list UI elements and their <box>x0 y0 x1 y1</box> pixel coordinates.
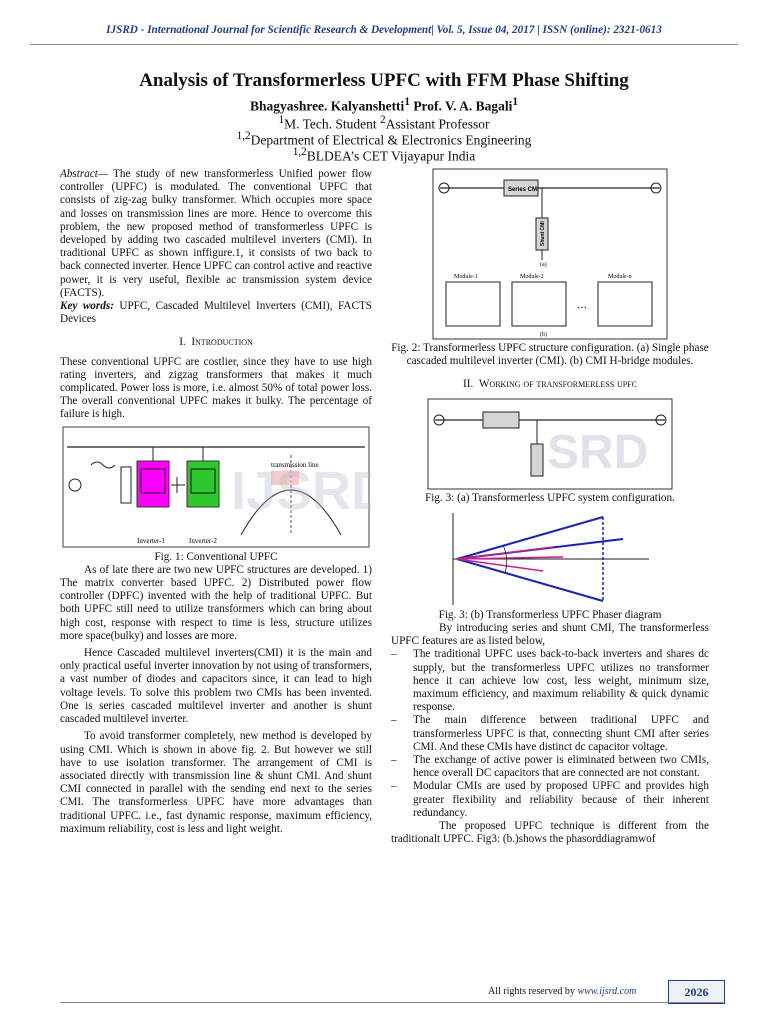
section-number: I. <box>179 336 186 349</box>
page-number: 2026 <box>668 980 725 1004</box>
figure-1-conventional-upfc: transmission line Inverter-1 Inverter-2 … <box>62 426 371 548</box>
affil-sup: 1,2 <box>292 146 307 158</box>
section-title: Working of transformerless upfc <box>478 378 637 391</box>
keywords: Key words: UPFC, Cascaded Multilevel Inv… <box>60 300 372 326</box>
fig1-line-label: transmission line <box>271 461 319 469</box>
author-line: Bhagyashree. Kalyanshetti1 Prof. V. A. B… <box>0 96 768 115</box>
right-column: Series CMI Shunt CMI (a) Module-1 Module… <box>391 168 709 846</box>
affil-role-2: Assistant Professor <box>385 116 490 132</box>
figure-2-structure: Series CMI Shunt CMI (a) Module-1 Module… <box>432 168 668 340</box>
footer-text: All rights reserved by <box>488 986 578 997</box>
watermark-logo: SRD <box>547 426 648 479</box>
intro-paragraph-1: These conventional UPFC are costlier, si… <box>60 355 372 421</box>
bullet-mark: – <box>391 780 397 793</box>
fig1-inverter-1-label: Inverter-1 <box>137 537 165 545</box>
fig2-shunt-label: Shunt CMI <box>540 221 546 246</box>
section-heading-working: II. Working of transformerless upfc <box>391 378 709 391</box>
right-paragraph-1: By introducing series and shunt CMI, The… <box>391 622 709 648</box>
fig2-label-a: (a) <box>540 261 547 268</box>
abstract: Abstract— The study of new transformerle… <box>60 168 372 300</box>
fig1-caption: Fig. 1: Conventional UPFC <box>154 550 278 563</box>
fig2-caption: Fig. 2: Transformerless UPFC structure c… <box>391 342 709 368</box>
fig1-inverter-2-label: Inverter-2 <box>189 537 217 545</box>
feature-bullet: – Modular CMIs are used by proposed UPFC … <box>391 780 709 820</box>
abstract-label: Abstract— <box>60 168 108 180</box>
bullet-text: The traditional UPFC uses back-to-back i… <box>413 648 709 714</box>
fig3b-caption: Fig. 3: (b) Transformerless UPFC Phaser … <box>438 608 662 621</box>
feature-bullet: – The exchange of active power is elimina… <box>391 754 709 780</box>
intro-paragraph-3: Hence Cascaded multilevel inverters(CMI)… <box>60 647 372 726</box>
intro-paragraph-4: To avoid transformer completely, new met… <box>60 730 372 835</box>
abstract-text: The study of new transformerless Unified… <box>60 168 372 299</box>
author-1-sup: 1 <box>404 96 410 108</box>
affiliation-institute: 1,2BLDEA’s CET Vijayapur India <box>0 146 768 165</box>
section-heading-introduction: I. Introduction <box>60 336 372 349</box>
bullet-text: The exchange of active power is eliminat… <box>413 754 709 780</box>
fig2-module-n: Module-n <box>608 274 632 280</box>
bullet-mark: – <box>391 714 397 727</box>
affil-role-1: M. Tech. Student <box>284 116 381 132</box>
affiliation-roles: 1M. Tech. Student 2Assistant Professor <box>0 114 768 133</box>
affil-sup: 1 <box>278 114 285 126</box>
bullet-text: Modular CMIs are used by proposed UPFC a… <box>413 780 709 819</box>
author-2: Prof. V. A. Bagali <box>409 98 513 114</box>
feature-bullet: – The traditional UPFC uses back-to-back … <box>391 648 709 714</box>
fig3a-caption: Fig. 3: (a) Transformerless UPFC system … <box>425 491 675 504</box>
left-column: Abstract— The study of new transformerle… <box>60 168 372 836</box>
author-2-sup: 1 <box>512 96 518 108</box>
affil-inst: BLDEA’s CET Vijayapur India <box>306 148 476 164</box>
keywords-label: Key words: <box>60 300 114 313</box>
affil-dept: Department of Electrical & Electronics E… <box>250 132 532 148</box>
right-paragraph-2: The proposed UPFC technique is different… <box>391 820 709 846</box>
footer-rule <box>60 1002 723 1003</box>
fig2-series-label: Series CMI <box>508 187 539 193</box>
footer-copyright: All rights reserved by www.ijsrd.com <box>488 986 636 997</box>
bullet-mark: – <box>391 754 397 767</box>
affil-sup: 2 <box>380 114 386 126</box>
affiliation-department: 1,2Department of Electrical & Electronic… <box>0 130 768 149</box>
figure-3b-phasor-diagram <box>452 512 649 605</box>
paper-title: Analysis of Transformerless UPFC with FF… <box>139 70 629 91</box>
section-number: II. <box>463 378 474 391</box>
fig2-label-b: (b) <box>540 331 547 338</box>
fig2-module-1: Module-1 <box>454 274 478 280</box>
keywords-text: UPFC, Cascaded Multilevel Inverters (CMI… <box>60 300 372 326</box>
bullet-text: The main difference between traditional … <box>413 714 709 753</box>
bullet-mark: – <box>391 648 397 661</box>
running-header: IJSRD - International Journal for Scient… <box>106 24 662 36</box>
feature-bullet: – The main difference between traditional… <box>391 714 709 754</box>
author-1: Bhagyashree. Kalyanshetti <box>250 98 405 114</box>
header-rule <box>30 44 738 45</box>
fig2-module-2: Module-2 <box>520 274 544 280</box>
fig2-ellipsis: … <box>577 300 587 311</box>
intro-paragraph-2: As of late there are two new UPFC struct… <box>60 563 372 642</box>
section-title: Introduction <box>191 336 253 349</box>
affil-sup: 1,2 <box>236 130 251 142</box>
footer-site-link[interactable]: www.ijsrd.com <box>577 986 637 997</box>
watermark-logo: IJSRD <box>231 461 371 521</box>
figure-3a-system-configuration: SRD <box>427 398 673 490</box>
